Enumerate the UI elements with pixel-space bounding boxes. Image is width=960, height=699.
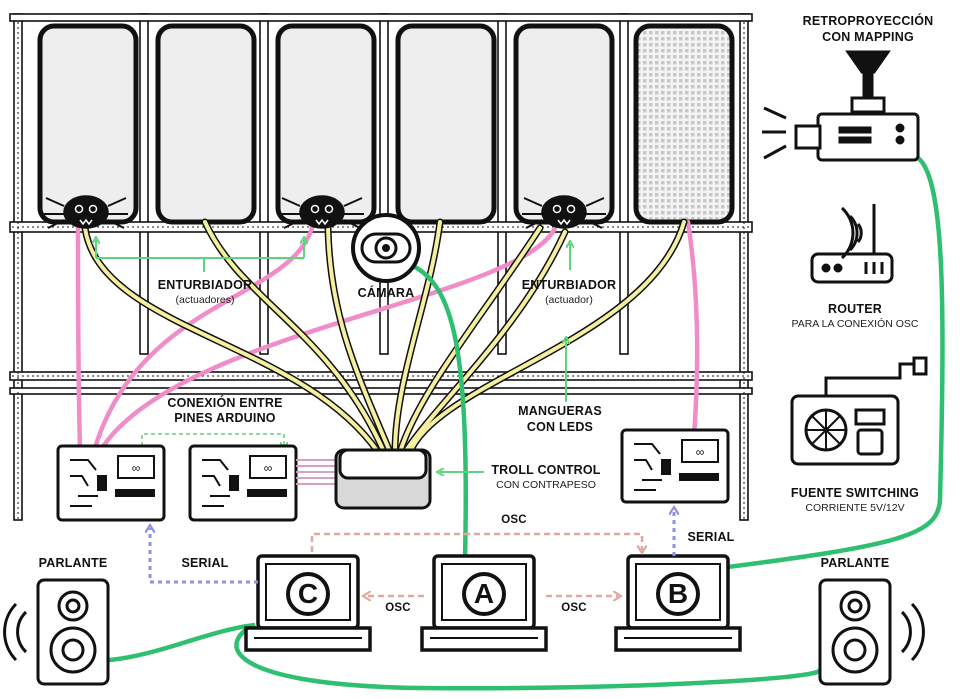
laptop-a-letter: A [473, 578, 495, 609]
speaker-right [818, 578, 925, 686]
serial-label-left: SERIAL [181, 556, 229, 570]
panel-1 [37, 23, 139, 225]
enturbiador-left-subtitle: (actuadores) [175, 294, 235, 306]
green-network-cables [107, 153, 945, 691]
router-subtitle: PARA LA CONEXIÓN OSC [791, 318, 919, 330]
camera-icon [351, 213, 421, 283]
laptop-b [614, 554, 742, 652]
router-icon [810, 204, 894, 284]
osc-arrows [310, 532, 642, 596]
laptop-c-letter: C [297, 578, 319, 609]
power-title: FUENTE SWITCHING [790, 486, 920, 500]
green-annotation-arrows [96, 240, 570, 472]
power-subtitle: CORRIENTE 5V/12V [805, 502, 905, 514]
osc-label-top: OSC [501, 514, 527, 526]
arduino-link-label-1: CONEXIÓN ENTRE [167, 396, 283, 410]
arduino-link-label-2: PINES ARDUINO [174, 411, 276, 425]
troll-subtitle: CON CONTRAPESO [496, 479, 596, 491]
svg-text:∞: ∞ [696, 445, 705, 459]
speaker-left-label: PARLANTE [38, 556, 108, 570]
osc-label-right: OSC [561, 602, 587, 614]
serial-arrows [150, 510, 674, 584]
hoses-label-1: MANGUERAS [518, 404, 602, 418]
laptop-a [420, 554, 548, 652]
panel-6-led-matrix [633, 23, 735, 225]
panel-5 [513, 23, 615, 225]
screen-panels [37, 23, 735, 225]
speaker-icon [3, 578, 925, 686]
router-title: ROUTER [828, 302, 882, 316]
speaker-left [3, 578, 110, 686]
svg-text:∞: ∞ [132, 461, 141, 475]
enturbiador-right-subtitle: (actuador) [545, 294, 593, 306]
laptop-c [244, 554, 372, 652]
hoses-label-2: CON LEDS [526, 420, 594, 434]
troll-control-box-icon [334, 448, 432, 510]
projector-icon [762, 50, 920, 162]
osc-label-left: OSC [385, 602, 411, 614]
yellow-led-hoses-fill [83, 220, 686, 454]
enturbiador-creature-icon [44, 195, 606, 229]
laptop-icon [244, 554, 742, 652]
projection-subtitle: CON MAPPING [822, 30, 914, 44]
enturbiador-right-title: ENTURBIADOR [521, 278, 617, 292]
projection-title: RETROPROYECCIÓN [802, 14, 934, 28]
power-supply-icon [790, 356, 928, 466]
laptop-b-letter: B [667, 578, 689, 609]
panel-4 [395, 23, 497, 225]
camera-label: CÁMARA [357, 286, 415, 300]
enturbiador-left-title: ENTURBIADOR [157, 278, 253, 292]
arduino-to-troll-wires [296, 459, 340, 485]
panel-2 [155, 23, 257, 225]
speaker-right-label: PARLANTE [820, 556, 890, 570]
panel-3 [275, 23, 377, 225]
troll-title: TROLL CONTROL [491, 463, 601, 477]
serial-label-right: SERIAL [687, 530, 735, 544]
svg-text:∞: ∞ [264, 461, 273, 475]
